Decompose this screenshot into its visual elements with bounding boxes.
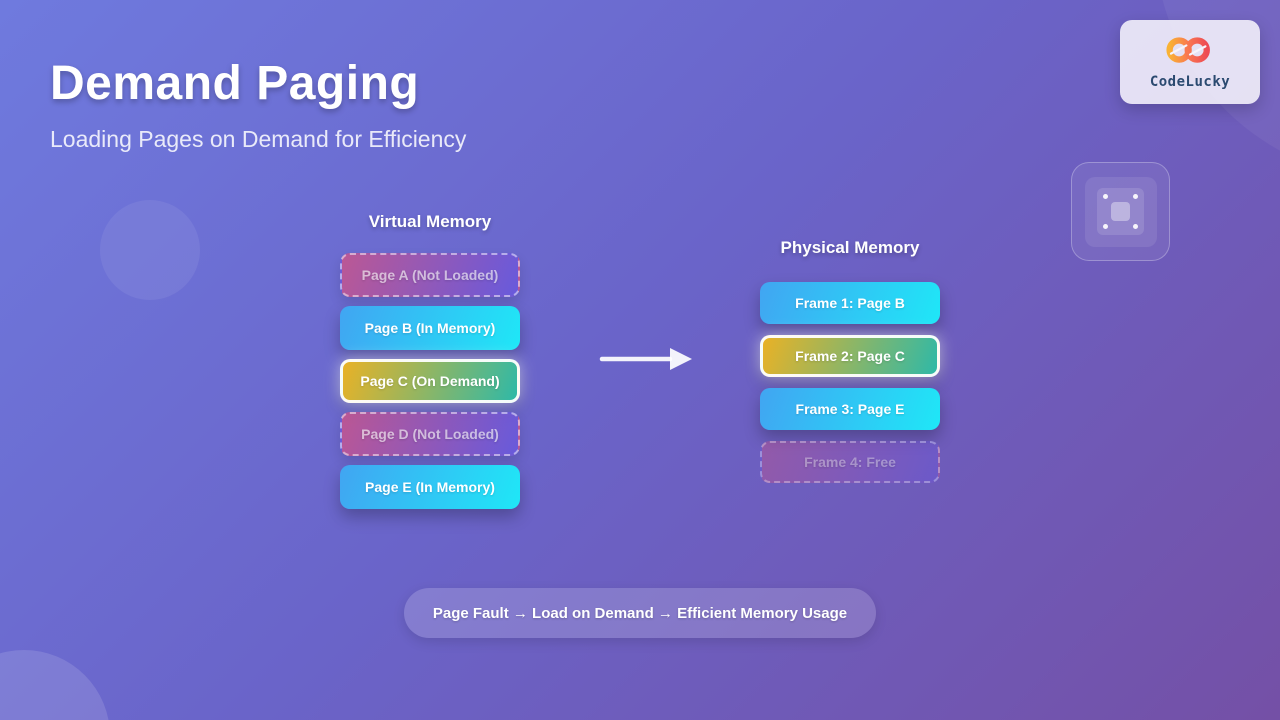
frame-box-2: Frame 2: Page C (760, 335, 940, 377)
page-box-a: Page A (Not Loaded) (340, 253, 520, 297)
brand-logo-card: CodeLucky (1120, 20, 1260, 104)
chip-icon-middle-layer (1084, 176, 1157, 247)
chip-core-square (1111, 202, 1130, 221)
chip-pin-dot (1103, 194, 1108, 199)
virtual-memory-heading: Virtual Memory (368, 212, 492, 231)
infinity-icon (1161, 34, 1219, 71)
page-box-c: Page C (On Demand) (340, 359, 520, 403)
physical-memory-heading: Physical Memory (780, 238, 920, 257)
background-circle-bottom-left (0, 650, 110, 720)
chip-icon-inner-layer (1097, 188, 1144, 235)
chip-pin-dot (1133, 194, 1138, 199)
page-box-e: Page E (In Memory) (340, 465, 520, 509)
frame-box-4: Frame 4: Free (760, 441, 940, 483)
frame-box-3: Frame 3: Page E (760, 388, 940, 430)
virtual-memory-column: Page A (Not Loaded) Page B (In Memory) P… (340, 253, 520, 509)
page-box-d: Page D (Not Loaded) (340, 412, 520, 456)
physical-memory-column: Frame 1: Page B Frame 2: Page C Frame 3:… (760, 282, 940, 483)
brand-name: CodeLucky (1149, 74, 1231, 90)
page-box-b: Page B (In Memory) (340, 306, 520, 350)
background-circle-left (100, 200, 200, 300)
frame-box-1: Frame 1: Page B (760, 282, 940, 324)
arrow-right-icon (598, 345, 694, 373)
chip-pin-dot (1133, 224, 1138, 229)
page-title: Demand Paging (50, 57, 420, 110)
chip-icon (1071, 162, 1170, 261)
footer-caption-pill: Page Fault → Load on Demand → Efficient … (404, 588, 876, 638)
chip-pin-dot (1103, 224, 1108, 229)
page-subtitle: Loading Pages on Demand for Efficiency (50, 126, 467, 152)
